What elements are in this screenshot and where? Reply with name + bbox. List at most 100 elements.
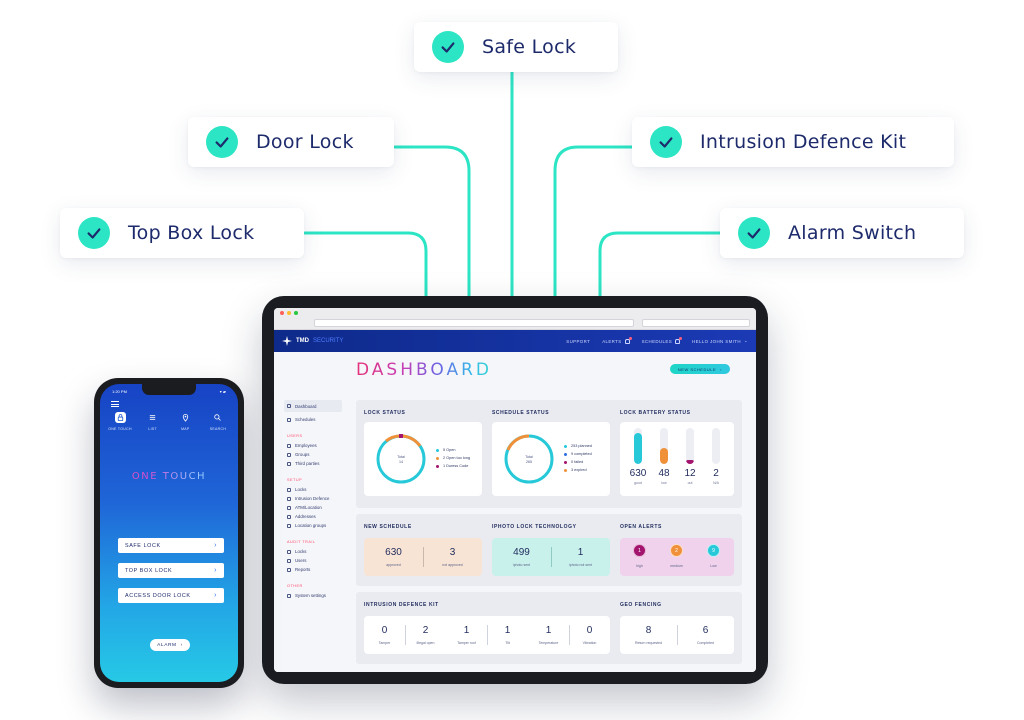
schedule-status-legend: 253 planned 9 completed 0 failed 3 expir… — [564, 442, 592, 474]
access-door-lock-button[interactable]: ACCESS DOOR LOCK› — [118, 588, 224, 603]
open-alerts-title: OPEN ALERTS — [620, 524, 662, 530]
tab-map[interactable]: MAP — [171, 412, 199, 431]
intrusion-label: Tilt — [505, 641, 510, 645]
nav-schedules[interactable]: SCHEDULES — [641, 336, 683, 344]
battery-bar-fill — [634, 433, 642, 464]
battery-count: 2 — [713, 468, 719, 479]
approved-value: 630 — [385, 547, 402, 558]
sidebar-heading-audit: AUDIT TRAIL — [287, 540, 316, 544]
sidebar-item-label: System settings — [295, 593, 326, 598]
intrusion-value: 2 — [422, 625, 429, 636]
top-nav: SUPPORT ALERTS SCHEDULES HELLO JOHN SMIT… — [566, 330, 748, 352]
hamburger-menu-icon[interactable] — [111, 401, 119, 407]
tab-one-touch[interactable]: ONE TOUCH — [106, 412, 134, 431]
sidebar-item-system-settings[interactable]: System settings — [284, 591, 342, 600]
schedule-status-card[interactable]: Total 265 253 planned 9 completed 0 fail… — [492, 422, 610, 496]
alert-medium-label: medium — [670, 564, 683, 568]
sidebar-item-label: Location groups — [295, 523, 327, 528]
sidebar-item-third-parties[interactable]: Third parties — [284, 459, 342, 468]
nav-user-menu[interactable]: HELLO JOHN SMITH⌄ — [692, 338, 748, 344]
sidebar-item-audit-users[interactable]: Users — [284, 556, 342, 565]
not-approved-value: 3 — [449, 547, 456, 558]
alert-low-label: Low — [710, 564, 717, 568]
battery-bar — [686, 428, 694, 464]
brand-name: TMD — [296, 338, 309, 344]
status-indicators: ▾ ▰ — [219, 389, 226, 394]
sidebar-item-employees[interactable]: Employees — [284, 441, 342, 450]
top-box-lock-button[interactable]: TOP BOX LOCK› — [118, 563, 224, 578]
battery-label: N/A — [713, 481, 719, 485]
iphoto-card[interactable]: 499 iphoto sent 1 iphoto not sent — [492, 538, 610, 576]
lock-status-donut — [376, 434, 426, 484]
nav-alerts[interactable]: ALERTS — [602, 336, 632, 344]
schedule-section: NEW SCHEDULE 630 approved 3 not approved… — [356, 514, 742, 586]
sidebar-item-locks[interactable]: Locks — [284, 485, 342, 494]
battery-label: low — [661, 481, 667, 485]
sidebar-item-reports[interactable]: Reports — [284, 565, 342, 574]
iphoto-sent-value: 499 — [513, 547, 530, 558]
tablet-device: TMD SECURITY SUPPORT ALERTS SCHEDULES HEL… — [262, 296, 768, 684]
safe-lock-button[interactable]: SAFE LOCK› — [118, 538, 224, 553]
address-bar[interactable] — [314, 319, 634, 327]
status-section: LOCK STATUS Total 14 5 Open 2 Open too l… — [356, 400, 742, 508]
alert-low-badge[interactable]: 9 — [707, 544, 720, 557]
battery-bar — [712, 428, 720, 464]
brand-suffix: SECURITY — [313, 338, 344, 344]
sidebar-item-dashboard[interactable]: Dashboard — [284, 400, 342, 412]
pin-icon — [287, 514, 291, 519]
tab-list[interactable]: LIST — [139, 412, 167, 431]
divider — [569, 625, 570, 645]
tab-label: SEARCH — [209, 427, 227, 431]
sidebar-item-schedules[interactable]: Schedules — [284, 415, 342, 424]
divider — [677, 625, 678, 645]
intrusion-label: Tamper — [378, 641, 391, 645]
phone-device: 1:20 PM ▾ ▰ ONE TOUCH LIST MAP SEARCH ON… — [94, 378, 244, 688]
callout-label: Alarm Switch — [788, 222, 917, 244]
tab-label: ONE TOUCH — [108, 427, 132, 431]
lock-status-total-value: 14 — [399, 460, 403, 464]
sidebar-item-intrusion[interactable]: Intrusion Defence — [284, 494, 342, 503]
sidebar-item-addresses[interactable]: Addresses — [284, 512, 342, 521]
nav-alerts-label: ALERTS — [602, 338, 622, 344]
open-alerts-card[interactable]: 1 high 2 medium 9 Low — [620, 538, 734, 576]
intrusion-value: 0 — [381, 625, 388, 636]
browser-search[interactable] — [642, 319, 750, 327]
geo-fencing-card[interactable]: 8 Return requested 6 Completed — [620, 616, 734, 654]
window-controls[interactable] — [280, 311, 298, 315]
check-circle-icon — [432, 31, 464, 63]
intrusion-value: 0 — [586, 625, 593, 636]
sidebar-item-groups[interactable]: Groups — [284, 450, 342, 459]
lock-status-card[interactable]: Total 14 5 Open 2 Open too long 1 Duress… — [364, 422, 482, 496]
new-schedule-button[interactable]: NEW SCHEDULE› — [669, 364, 730, 374]
legend-item: 3 expired — [564, 466, 592, 474]
chevron-right-icon: › — [720, 366, 722, 372]
nav-schedules-label: SCHEDULES — [641, 338, 673, 344]
nav-support[interactable]: SUPPORT — [566, 338, 591, 344]
check-circle-icon — [206, 126, 238, 158]
chevron-down-icon: ⌄ — [743, 338, 748, 343]
alarm-button[interactable]: ALARM› — [150, 639, 190, 651]
alert-high-badge[interactable]: 1 — [633, 544, 646, 557]
grid-icon — [287, 404, 291, 408]
sidebar-item-audit-locks[interactable]: Locks — [284, 547, 342, 556]
new-schedule-label: NEW SCHEDULE — [677, 366, 717, 372]
return-requested-value: 8 — [645, 625, 652, 636]
legend-item: 9 completed — [564, 450, 592, 458]
brand-logo[interactable]: TMD SECURITY — [282, 336, 343, 346]
sidebar-item-atm[interactable]: ATM/Location — [284, 503, 342, 512]
groups-icon — [287, 452, 291, 457]
sidebar-item-location-groups[interactable]: Location groups — [284, 521, 342, 530]
button-label: SAFE LOCK — [125, 542, 161, 549]
battery-label: out — [687, 481, 693, 485]
dashboard-app: DASHBOARD NEW SCHEDULE› Dashboard Schedu… — [274, 352, 756, 672]
star-logo-icon — [282, 336, 292, 346]
callout-label: Safe Lock — [482, 36, 577, 58]
tab-search[interactable]: SEARCH — [204, 412, 232, 431]
gear-icon — [287, 593, 291, 598]
calendar-icon — [287, 417, 291, 422]
alert-medium-badge[interactable]: 2 — [670, 544, 683, 557]
new-schedule-card[interactable]: 630 approved 3 not approved — [364, 538, 482, 576]
callout-label: Intrusion Defence Kit — [700, 131, 907, 153]
